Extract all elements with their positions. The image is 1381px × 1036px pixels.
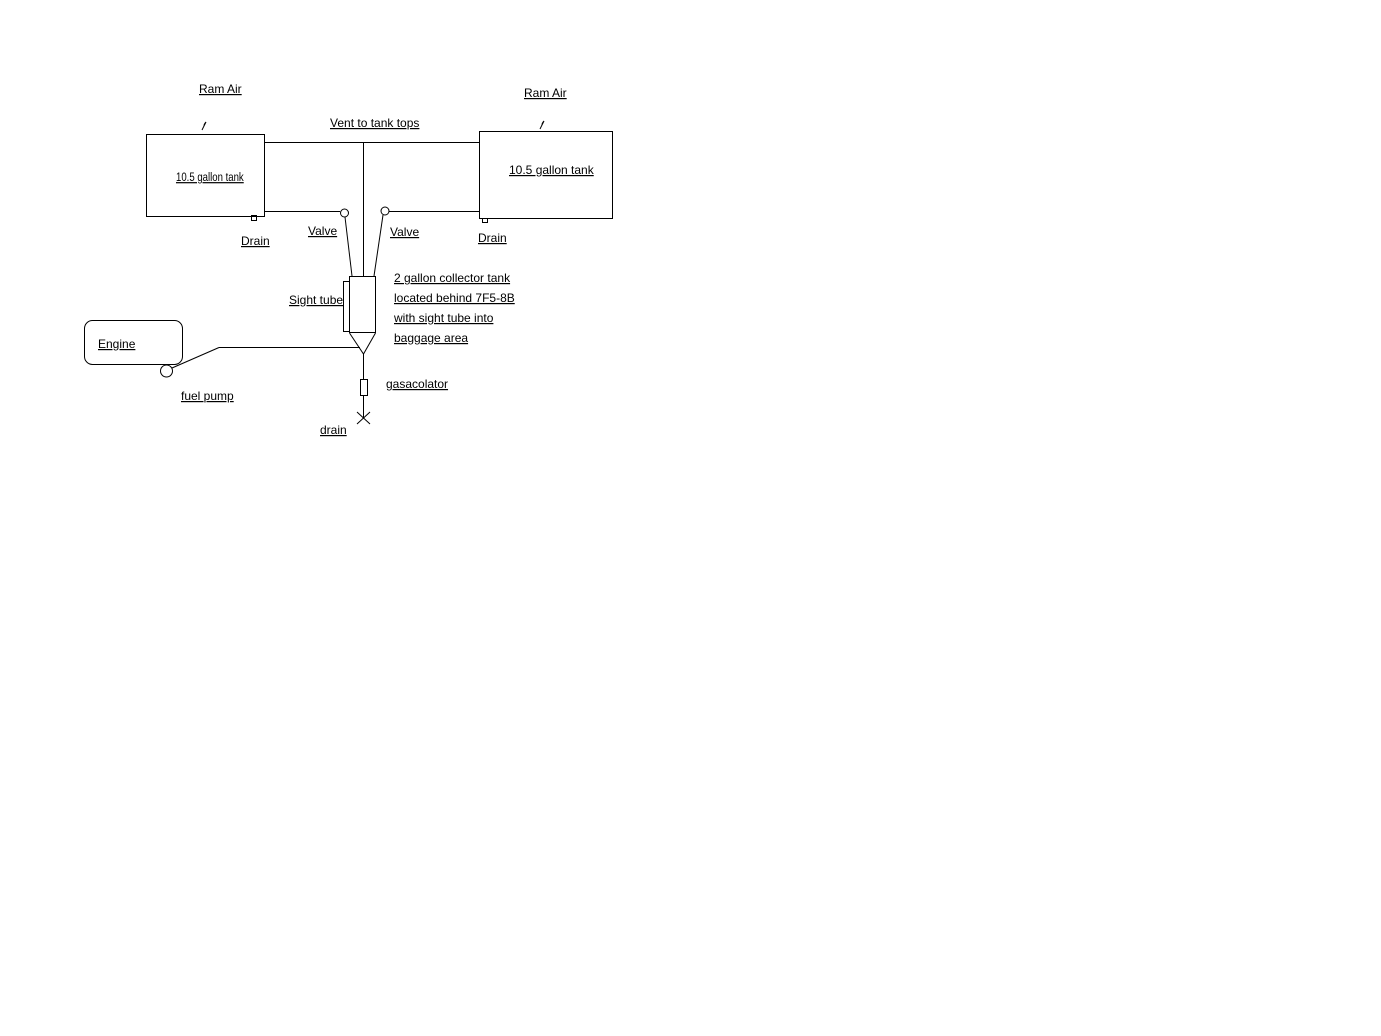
collector-description-line: baggage area [394,331,468,345]
sight-tube-icon [343,281,350,332]
gasacolator-icon [360,379,368,396]
fuel-pump-icon [160,364,173,378]
vent-label: Vent to tank tops [330,116,419,130]
left-ram-air-label: Ram Air [199,82,242,96]
drain-label: drain [320,423,347,437]
gasacolator-label: gasacolator [386,377,448,391]
left-ram-air-icon [201,121,207,131]
collector-description-line: with sight tube into [393,311,494,325]
engine-label: Engine [98,337,136,351]
left-drain-icon [251,215,257,221]
engine-box [84,320,183,365]
right-ram-air-icon [539,120,545,130]
collector-description-line: located behind 7F5-8B [394,291,515,305]
fuel-pump-label: fuel pump [181,389,234,403]
drain-x-icon [356,411,371,425]
left-drain-label: Drain [241,234,270,248]
right-ram-air-label: Ram Air [524,86,567,100]
right-valve-label: Valve [390,225,419,239]
right-drain-label: Drain [478,231,507,245]
vent-lines: Vent to tank tops [264,116,479,276]
sight-tube-label: Sight tube [289,293,343,307]
right-tank: 10.5 gallon tank Ram Air Drain [478,86,613,245]
left-tank: 10.5 gallon tank Ram Air Drain [146,82,270,248]
right-valve-icon [380,206,390,216]
left-valve-label: Valve [308,224,337,238]
right-tank-label: 10.5 gallon tank [509,163,595,177]
engine-feed: Engine fuel pump [84,320,360,403]
collector-tank: Sight tube 2 gallon collector tank locat… [289,271,515,355]
collector-description-line: 2 gallon collector tank [394,271,511,285]
right-drain-icon [482,218,488,223]
left-tank-label: 10.5 gallon tank [176,171,244,184]
gasacolator-drain: gasacolator drain [320,354,448,437]
left-valve-icon [340,208,349,218]
valves: Valve Valve [264,206,479,277]
